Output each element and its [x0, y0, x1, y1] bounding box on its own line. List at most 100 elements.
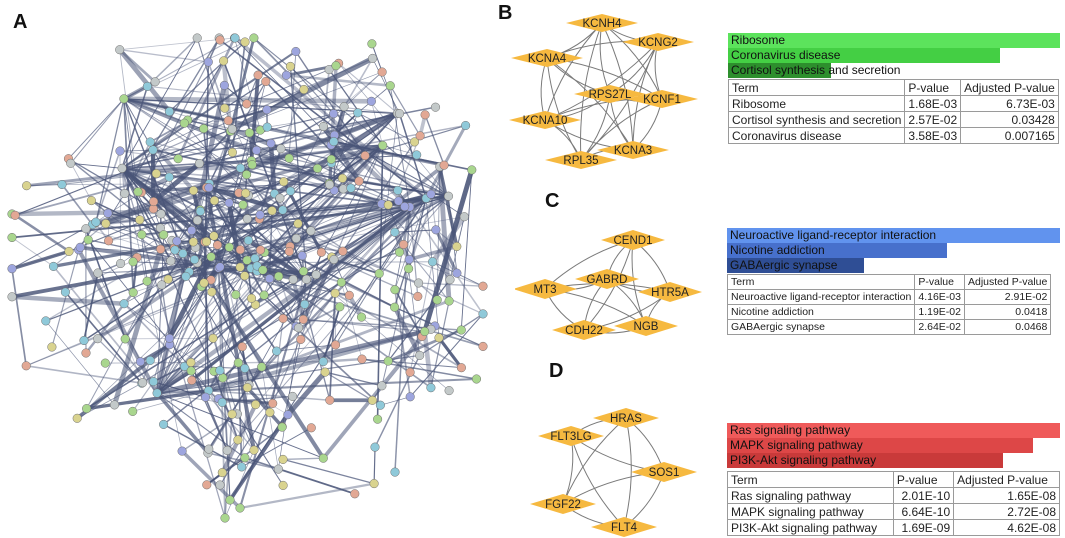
ppi-node: [159, 419, 169, 429]
gene-label: KCNF1: [643, 94, 681, 106]
ppi-edge: [141, 197, 427, 384]
ppi-node: [320, 367, 330, 377]
ppi-node: [272, 346, 282, 356]
ppi-node: [329, 109, 339, 119]
gene-node: HTR5A: [638, 282, 702, 302]
ppi-node: [235, 503, 245, 513]
ppi-node: [284, 153, 294, 163]
ppi-edge: [184, 120, 229, 124]
ppi-node: [249, 33, 259, 43]
ppi-node: [434, 333, 444, 343]
ppi-edge: [422, 169, 475, 333]
ppi-edge: [121, 167, 395, 308]
ppi-node: [230, 33, 240, 43]
ppi-node: [253, 70, 263, 80]
ppi-node: [120, 188, 130, 199]
gene-node: MT3: [515, 279, 577, 299]
ppi-node: [291, 233, 301, 243]
column-header: Term: [726, 274, 916, 290]
bar-c-2: GABAergic synapse: [727, 258, 864, 273]
pvalue-cell: 2.64E-02: [914, 319, 965, 335]
interaction-edge: [540, 57, 548, 121]
ppi-node: [148, 145, 158, 155]
ppi-node: [257, 362, 267, 372]
interaction-edge: [623, 417, 632, 528]
term-cell: Ribosome: [727, 95, 906, 112]
ppi-node: [186, 357, 196, 368]
ppi-edge: [156, 294, 265, 394]
ppi-node: [135, 215, 145, 225]
ppi-node: [137, 230, 147, 240]
pvalue-cell: 2.01E-10: [892, 487, 955, 504]
ppi-node: [338, 184, 348, 194]
interaction-edge: [544, 22, 603, 121]
pvalue-cell: 2.57E-02: [904, 111, 962, 128]
ppi-edge: [218, 267, 231, 501]
panel-d-letter: D: [549, 360, 564, 382]
adjusted-pvalue-cell: 0.0468: [963, 319, 1052, 335]
column-header: Term: [727, 79, 906, 96]
ppi-node: [115, 146, 125, 156]
bar-c-1: Nicotine addiction: [727, 243, 947, 258]
ppi-node: [478, 281, 488, 291]
ppi-node: [235, 262, 245, 272]
ppi-node: [325, 395, 335, 405]
ppi-edge: [409, 313, 484, 398]
ppi-node: [266, 138, 276, 148]
ppi-edge: [11, 268, 28, 366]
pvalue-cell: 3.58E-03: [904, 127, 962, 144]
interaction-edge: [599, 22, 611, 95]
ppi-edge: [198, 130, 232, 165]
pvalue-cell: 1.68E-03: [904, 95, 962, 112]
ppi-edge: [460, 169, 473, 331]
ppi-node: [116, 258, 126, 269]
ppi-edge: [387, 279, 451, 362]
gene-label: KCNA10: [523, 115, 568, 127]
ppi-edge: [430, 300, 450, 388]
gene-label: FGF22: [545, 499, 581, 511]
ppi-node: [120, 334, 130, 344]
ppi-node: [277, 422, 287, 432]
ppi-node: [212, 240, 223, 250]
ppi-node: [452, 241, 462, 252]
ppi-edge: [277, 276, 297, 327]
ppi-edge: [150, 141, 410, 208]
ppi-node: [47, 342, 57, 352]
bar-label: Ras signaling pathway: [730, 423, 851, 437]
gene-node: CEND1: [601, 230, 665, 250]
ppi-node: [204, 183, 214, 193]
ppi-edge: [259, 218, 307, 280]
ppi-node: [316, 247, 326, 257]
ppi-node: [41, 316, 51, 326]
ppi-edge: [261, 366, 279, 470]
ppi-edge: [239, 482, 375, 510]
gene-label: KCNG2: [638, 37, 678, 49]
ppi-edge: [91, 199, 165, 236]
bar-b-1: Coronavirus disease: [728, 48, 1001, 63]
term-cell: Nicotine addiction: [726, 304, 916, 320]
ppi-edge: [394, 206, 411, 473]
gene-node: KCNF1: [626, 90, 698, 108]
ppi-edge: [174, 249, 187, 277]
ppi-node: [262, 122, 272, 132]
gene-node: RPL35: [545, 151, 617, 169]
ppi-node: [242, 170, 252, 180]
ppi-edge: [70, 98, 125, 164]
ppi-node: [163, 274, 173, 284]
ppi-node: [293, 219, 303, 229]
ppi-edge: [340, 281, 395, 308]
ppi-edge: [119, 150, 179, 160]
ppi-edge: [408, 258, 484, 287]
ppi-node: [173, 154, 183, 164]
gene-label: HTR5A: [651, 287, 689, 299]
ppi-edge: [418, 282, 484, 287]
ppi-edge: [238, 279, 308, 509]
table-row: Ras signaling pathway 2.01E-10 1.65E-08: [727, 487, 1060, 504]
ppi-edge: [295, 51, 366, 157]
ppi-node: [243, 235, 253, 245]
ppi-node: [378, 140, 388, 150]
ppi-edge: [259, 148, 282, 216]
ppi-node: [66, 158, 76, 168]
adjusted-pvalue-cell: 6.73E-03: [960, 95, 1059, 112]
